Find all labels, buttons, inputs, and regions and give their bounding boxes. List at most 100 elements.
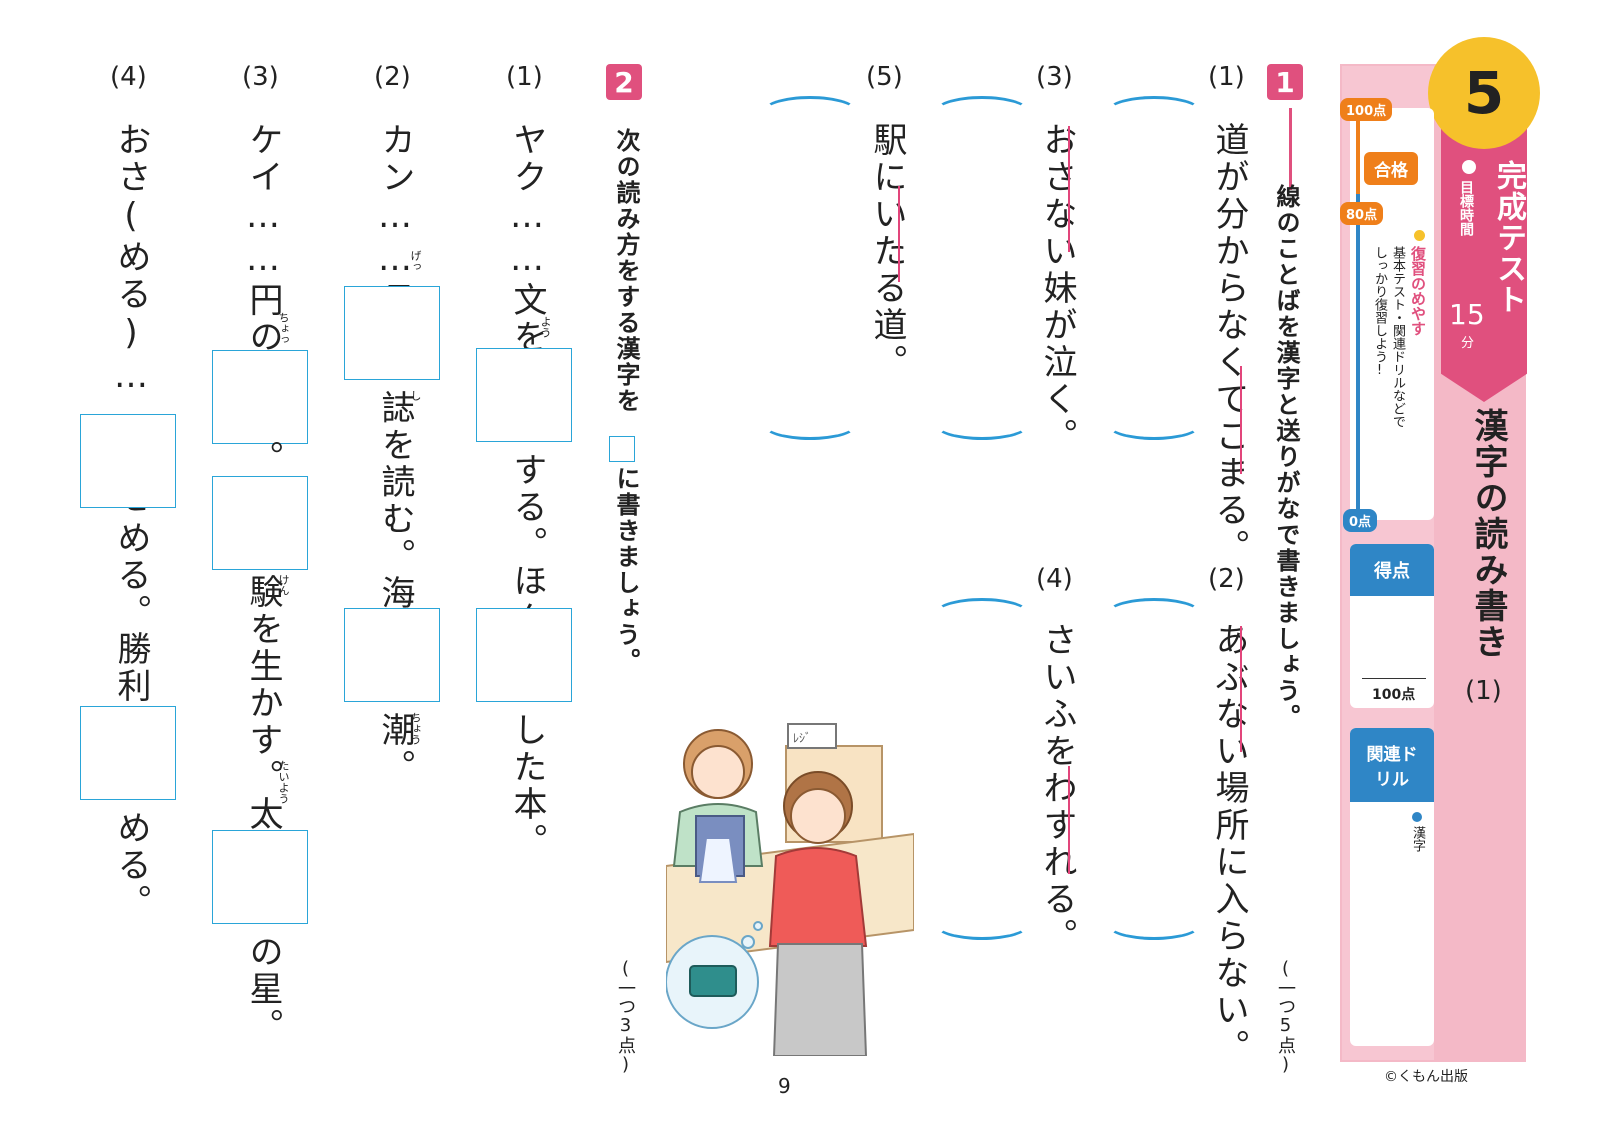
s1-q2-text: あぶない場所に入らない。 xyxy=(1209,622,1249,1066)
target-time-value: 15 xyxy=(1449,298,1485,331)
register-sign xyxy=(787,723,837,749)
page-title: 漢字の読み書き xyxy=(1468,408,1508,660)
s2-q3-part3: 験を生かす。太陽 xyxy=(243,574,283,870)
s2-q1-part2: する。ほん xyxy=(507,452,547,637)
s1-q2-underline xyxy=(1240,626,1242,752)
s1-q1-text: 道が分からなくてこまる。 xyxy=(1209,122,1249,566)
pass-label: 合格 xyxy=(1364,152,1418,185)
section1-points: (一つ5点) xyxy=(1275,958,1296,1075)
s1-q4-answer[interactable] xyxy=(938,630,1022,910)
s2-q2-part2: 誌を読む。海の xyxy=(375,390,415,649)
s1-q3-bracket-top xyxy=(934,96,1030,128)
scale-pass-label: 80点 xyxy=(1340,202,1384,225)
s2-q2-answer-2[interactable] xyxy=(344,608,440,702)
scale-bottom-label: 0点 xyxy=(1343,509,1378,532)
review-heading: 復習のめやす xyxy=(1409,246,1427,336)
score-label: 得点 xyxy=(1350,544,1434,596)
s1-q3-underline xyxy=(1068,126,1070,252)
target-time-label: 目標時間 xyxy=(1458,180,1474,236)
s2-q4-answer-1[interactable] xyxy=(80,414,176,508)
clock-icon xyxy=(1462,160,1476,174)
s2-q4-answer-2[interactable] xyxy=(80,706,176,800)
s1-q5-bracket-top xyxy=(762,96,858,128)
pass-range-bar xyxy=(1356,108,1360,194)
s2-q3-number: (3) xyxy=(242,62,279,92)
s2-q4-number: (4) xyxy=(110,62,147,92)
section1-badge: 1 xyxy=(1267,64,1303,100)
related-item: 漢字 xyxy=(1410,826,1425,852)
copyright: ©くもん出版 xyxy=(1384,1069,1468,1085)
section1-instruction: 線のことばを漢字と送りがなで書きましょう。 xyxy=(1272,184,1300,730)
score-scale-bar xyxy=(1356,108,1360,518)
s2-q2-ruby3: ちょう xyxy=(409,712,422,745)
s2-q2-ruby1: げっ xyxy=(409,250,422,272)
boy-face xyxy=(790,788,846,844)
s2-q1-answer-1[interactable] xyxy=(476,348,572,442)
target-time-unit: 分 xyxy=(1461,336,1475,351)
s2-q1-part1: ヤク……文を要 xyxy=(507,122,547,393)
s2-q3-answer-2[interactable] xyxy=(212,476,308,570)
illustration: ﾚｼﾞ xyxy=(666,723,914,1056)
s2-q2-number: (2) xyxy=(374,62,411,92)
s1-q5-number: (5) xyxy=(866,62,903,92)
s1-q1-answer[interactable] xyxy=(1110,128,1194,408)
test-type-label: 完成テスト xyxy=(1491,160,1526,315)
s2-q1-ruby1: よう xyxy=(539,316,552,338)
s1-q1-underline xyxy=(1240,366,1242,474)
s2-q3-part2: 。 xyxy=(243,440,283,477)
instruction-box-sample xyxy=(609,436,635,462)
s2-q2-answer-1[interactable] xyxy=(344,286,440,380)
s1-q1-bracket-top xyxy=(1106,96,1202,128)
test-label-band xyxy=(1441,120,1527,402)
section2-instruction-a: 次の読み方をする漢字を xyxy=(612,128,640,414)
s2-q2-ruby2: し xyxy=(409,390,422,401)
s1-q5-bracket-bottom xyxy=(762,408,858,440)
s1-q4-underline xyxy=(1068,766,1070,874)
section2-badge: 2 xyxy=(606,64,642,100)
s1-q4-bracket-top xyxy=(934,598,1030,630)
s2-q4-part3: める。 xyxy=(111,810,151,921)
s1-q4-text: さいふをわすれる。 xyxy=(1037,622,1077,955)
s1-q4-number: (4) xyxy=(1036,564,1073,594)
s1-q3-bracket-bottom xyxy=(934,408,1030,440)
related-dot-icon xyxy=(1412,812,1422,822)
s2-q3-ruby1: ちょっ xyxy=(277,312,290,345)
s1-q2-bracket-top xyxy=(1106,598,1202,630)
review-line1: 基本テスト・関連ドリルなどで xyxy=(1390,246,1405,428)
instruction-underline-sample xyxy=(1289,108,1292,190)
section2-instruction-b: に書きましょう。 xyxy=(612,466,640,674)
s2-q3-ruby2: けん xyxy=(277,574,290,596)
s2-q3-ruby3: たいよう xyxy=(277,760,290,804)
s1-q1-number: (1) xyxy=(1208,62,1245,92)
s2-q3-part4: の星。 xyxy=(243,934,283,1045)
scale-top-label: 100点 xyxy=(1340,98,1393,121)
s1-q2-bracket-bottom xyxy=(1106,908,1202,940)
thought-dot xyxy=(741,935,755,949)
page-title-suffix: (1) xyxy=(1465,676,1502,706)
s1-q3-answer[interactable] xyxy=(938,128,1022,408)
s2-q3-answer-3[interactable] xyxy=(212,830,308,924)
s1-q2-number: (2) xyxy=(1208,564,1245,594)
s2-q4-part2: める。勝利を xyxy=(111,520,151,742)
s1-q2-answer[interactable] xyxy=(1110,630,1194,910)
score-divider xyxy=(1362,678,1426,679)
s2-q3-answer-1[interactable] xyxy=(212,350,308,444)
s2-q3-part1: ケイ……円の直 xyxy=(243,122,283,393)
s2-q2-part3: 潮。 xyxy=(375,712,415,786)
s1-q1-bracket-bottom xyxy=(1106,408,1202,440)
s1-q5-underline xyxy=(898,186,900,282)
s2-q1-part3: した本。 xyxy=(507,712,547,860)
page-number: 9 xyxy=(778,1074,791,1098)
s2-q1-answer-2[interactable] xyxy=(476,608,572,702)
boy-pants xyxy=(772,943,868,1056)
s2-q1-number: (1) xyxy=(506,62,543,92)
s1-q3-text: おさない妹が泣く。 xyxy=(1037,122,1077,455)
s1-q5-text: 駅にいたる道。 xyxy=(867,122,907,381)
clerk-face xyxy=(691,745,745,799)
section2-points: (一つ3点) xyxy=(615,958,636,1075)
plastic-bag xyxy=(698,837,738,883)
test-number-badge: 5 xyxy=(1428,37,1540,149)
related-label: 関連ドリル xyxy=(1350,728,1434,802)
boy-shirt xyxy=(768,847,868,947)
s1-q5-answer[interactable] xyxy=(766,128,850,408)
